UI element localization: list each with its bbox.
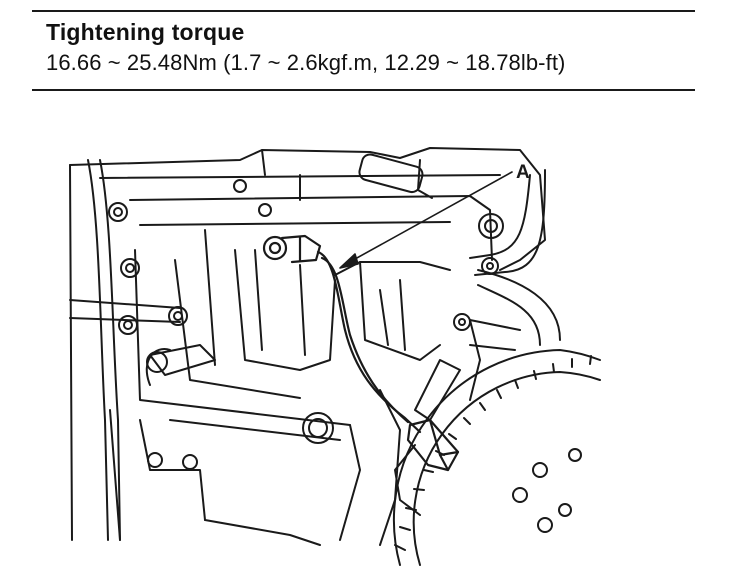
harness-connector-left: [145, 344, 216, 386]
engine-block: [69, 147, 546, 546]
torque-spec-block: Tightening torque 16.66 ~ 25.48Nm (1.7 ~…: [46, 18, 565, 78]
bottom-rule: [32, 89, 695, 91]
flywheel: [392, 349, 601, 566]
hoses: [69, 159, 561, 541]
top-rule: [32, 10, 695, 12]
bracket: [394, 359, 461, 516]
sensor-wire: [316, 250, 422, 434]
spec-title: Tightening torque: [46, 19, 245, 45]
spec-value: 16.66 ~ 25.48Nm (1.7 ~ 2.6kgf.m, 12.29 ~…: [46, 50, 566, 75]
bolts: [108, 179, 504, 470]
knock-sensor: [262, 234, 322, 264]
sensor-connector: [406, 418, 460, 472]
callout-label-a: A: [516, 162, 530, 183]
callout-leader: [339, 171, 513, 269]
